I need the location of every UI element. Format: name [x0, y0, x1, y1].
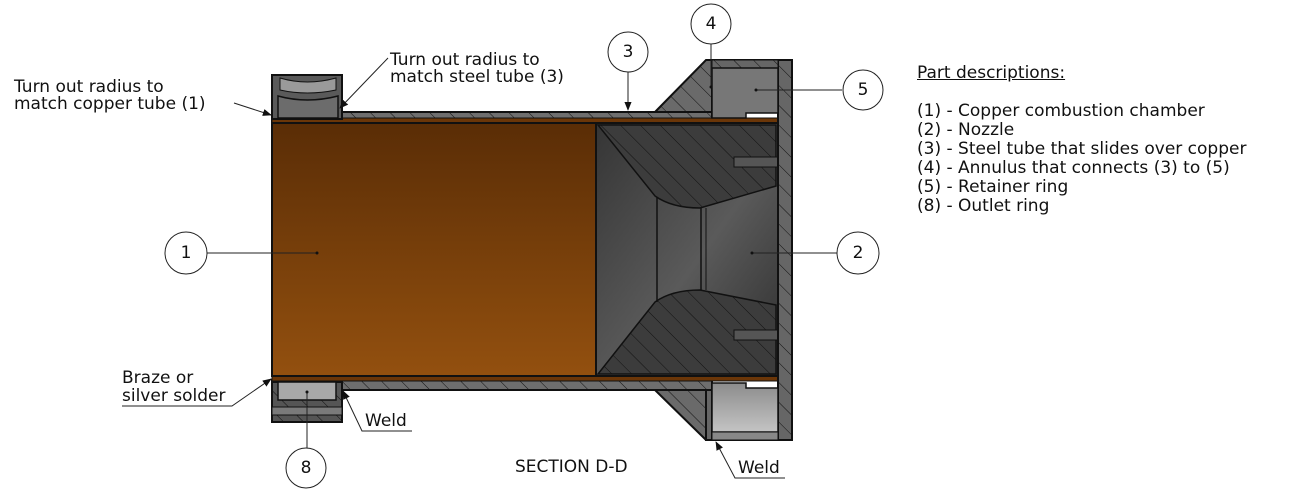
- svg-text:match steel tube (3): match steel tube (3): [390, 67, 564, 87]
- note-copper-radius: Turn out radius to match copper tube (1): [13, 77, 272, 116]
- balloon-8: 8: [285, 390, 327, 489]
- balloon-8-label: 8: [301, 458, 312, 478]
- legend-item: (3) - Steel tube that slides over copper: [917, 139, 1247, 159]
- legend-title: Part descriptions:: [917, 63, 1066, 83]
- note-weld-right: Weld: [715, 441, 785, 479]
- balloon-3-label: 3: [623, 42, 634, 62]
- legend-item: (5) - Retainer ring: [917, 177, 1069, 197]
- balloon-3: 3: [607, 31, 649, 111]
- balloon-2-label: 2: [853, 243, 864, 263]
- balloon-4: 4: [690, 3, 732, 89]
- section-label: SECTION D-D: [515, 457, 628, 477]
- legend-item: (1) - Copper combustion chamber: [917, 101, 1205, 121]
- balloon-5-label: 5: [858, 80, 869, 100]
- balloon-2: 2: [750, 231, 880, 275]
- legend-item: (8) - Outlet ring: [917, 196, 1050, 216]
- part-descriptions: Part descriptions: (1) - Copper combusti…: [917, 64, 1246, 216]
- svg-text:Weld: Weld: [365, 411, 407, 431]
- balloon-4-label: 4: [706, 14, 717, 34]
- svg-text:Turn out radius to: Turn out radius to: [13, 77, 164, 97]
- svg-text:silver solder: silver solder: [122, 386, 225, 406]
- nozzle-part-2: [595, 122, 791, 377]
- copper-combustion-chamber-part-1: [271, 122, 597, 377]
- svg-text:match copper tube (1): match copper tube (1): [14, 94, 206, 114]
- note-weld-left: Weld: [342, 390, 412, 432]
- balloon-1: 1: [164, 231, 319, 275]
- balloon-1-label: 1: [181, 243, 192, 263]
- svg-text:Braze or: Braze or: [122, 368, 193, 388]
- svg-text:Turn out radius to: Turn out radius to: [389, 50, 540, 70]
- svg-text:Weld: Weld: [738, 458, 780, 478]
- retainer-ring-part-5: [705, 59, 793, 441]
- legend-item: (4) - Annulus that connects (3) to (5): [917, 158, 1230, 178]
- balloon-5: 5: [754, 69, 884, 111]
- annulus-part-4: [652, 59, 713, 441]
- note-braze: Braze or silver solder: [122, 368, 272, 407]
- legend-item: (2) - Nozzle: [917, 120, 1015, 140]
- note-steel-radius: Turn out radius to match steel tube (3): [339, 50, 564, 109]
